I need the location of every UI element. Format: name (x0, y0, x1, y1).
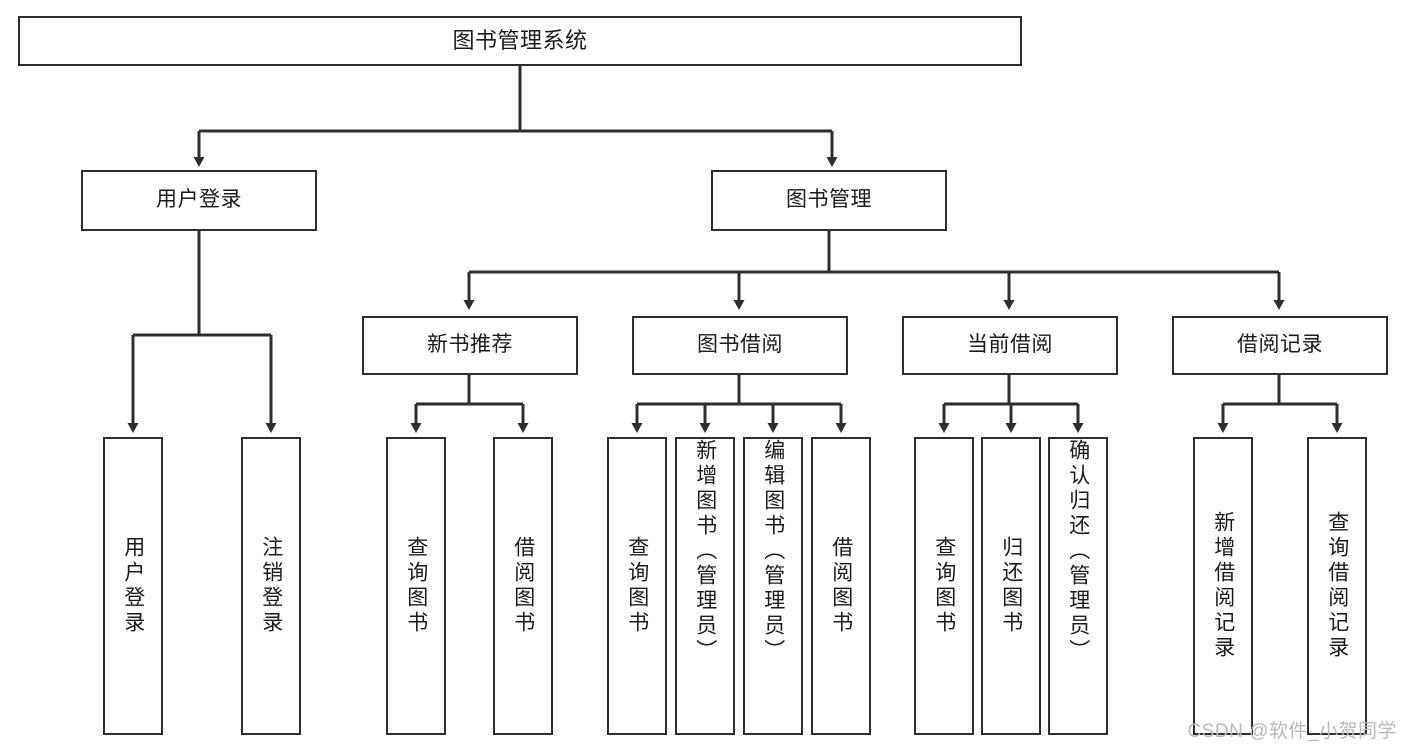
leaf-query-record[interactable]: 查询借阅记录 (1307, 437, 1367, 735)
node-borrow-record[interactable]: 借阅记录 (1172, 316, 1388, 375)
leaf-borrow-book-1[interactable]: 借阅图书 (493, 437, 553, 735)
leaf-query-book-3[interactable]: 查询图书 (914, 437, 974, 735)
node-label: 用户登录 (121, 536, 145, 636)
node-label: 用户登录 (156, 188, 242, 212)
node-label: 注销登录 (259, 536, 283, 636)
node-label: 查询图书 (404, 536, 428, 636)
node-label: 图书借阅 (697, 333, 783, 357)
leaf-user-login[interactable]: 用户登录 (103, 437, 163, 735)
node-root-book-management-system[interactable]: 图书管理系统 (18, 16, 1022, 66)
node-label: 编辑图书（管理员） (761, 439, 785, 664)
leaf-edit-book[interactable]: 编辑图书（管理员） (743, 437, 803, 735)
node-book-management[interactable]: 图书管理 (711, 170, 947, 231)
leaf-logout[interactable]: 注销登录 (241, 437, 301, 735)
leaf-borrow-book-2[interactable]: 借阅图书 (811, 437, 871, 735)
node-label: 归还图书 (999, 536, 1023, 636)
node-label: 确认归还（管理员） (1066, 439, 1090, 664)
node-label: 新增图书（管理员） (693, 439, 717, 664)
node-label: 借阅图书 (511, 536, 535, 636)
node-label: 查询图书 (625, 536, 649, 636)
leaf-query-book-2[interactable]: 查询图书 (607, 437, 667, 735)
node-label: 图书管理 (786, 188, 872, 212)
node-label: 借阅图书 (829, 536, 853, 636)
leaf-add-book[interactable]: 新增图书（管理员） (675, 437, 735, 735)
node-label: 当前借阅 (967, 333, 1053, 357)
watermark-text: CSDN @软件_小贺同学 (1187, 721, 1397, 742)
leaf-confirm-return[interactable]: 确认归还（管理员） (1048, 437, 1108, 735)
leaf-return-book[interactable]: 归还图书 (981, 437, 1041, 735)
node-label: 借阅记录 (1237, 333, 1323, 357)
leaf-query-book-1[interactable]: 查询图书 (386, 437, 446, 735)
node-label: 查询图书 (932, 536, 956, 636)
node-label: 新书推荐 (427, 333, 513, 357)
node-user-login[interactable]: 用户登录 (81, 170, 317, 231)
node-label: 查询借阅记录 (1325, 511, 1349, 661)
node-current-borrow[interactable]: 当前借阅 (902, 316, 1118, 375)
node-new-book-recommend[interactable]: 新书推荐 (362, 316, 578, 375)
node-label: 图书管理系统 (452, 28, 588, 54)
leaf-add-record[interactable]: 新增借阅记录 (1193, 437, 1253, 735)
node-label: 新增借阅记录 (1211, 511, 1235, 661)
node-book-borrow[interactable]: 图书借阅 (632, 316, 848, 375)
